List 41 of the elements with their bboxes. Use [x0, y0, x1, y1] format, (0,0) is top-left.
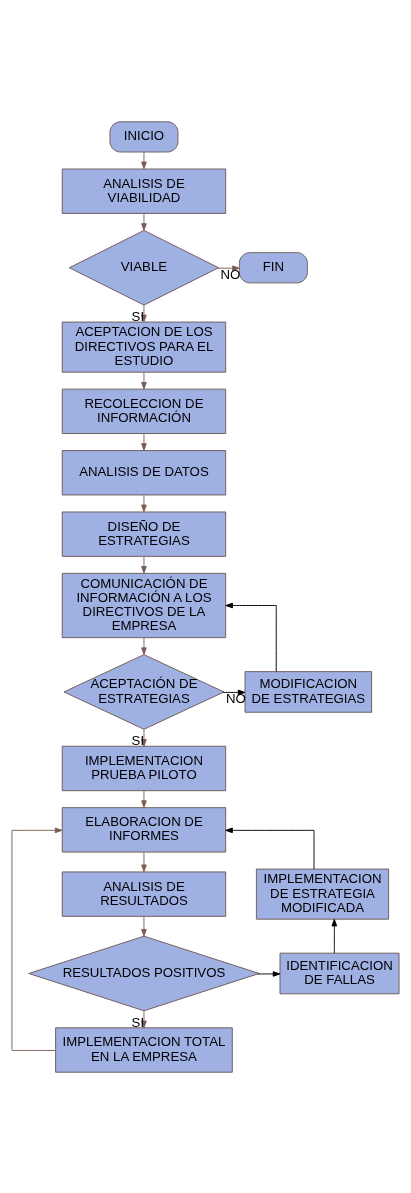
- arrow: [141, 790, 147, 808]
- edge-label: NO: [225, 690, 246, 706]
- node-box: DISEÑO DE ESTRATEGIAS: [61, 511, 227, 557]
- arrow: [141, 915, 147, 936]
- node-box: ACEPTACION DE LOS DIRECTIVOS PARA EL ESTUDIO: [61, 321, 227, 373]
- node-diamond: ACEPTACIÓN DE ESTRATEGIAS: [63, 653, 225, 730]
- arrow: [141, 494, 147, 512]
- arrow: [225, 827, 315, 869]
- arrow: [141, 636, 147, 655]
- arrow: [257, 970, 281, 977]
- node-box: IMPLEMENTACION DE ESTRATEGIA MODIFICADA: [255, 868, 390, 920]
- arrow: [141, 304, 147, 322]
- arrow: [222, 689, 246, 695]
- arrow: [11, 827, 63, 1051]
- arrow: [141, 371, 147, 390]
- arrow: [141, 212, 147, 231]
- node-box: ANALISIS DE DATOS: [61, 449, 227, 495]
- edge-label: NO: [220, 266, 241, 282]
- arrow: [225, 602, 277, 672]
- node-box: COMUNICACIÓN DE INFORMACIÓN A LOS DIRECTIVOS DE LA EMPRESA: [61, 572, 227, 638]
- node-box: ELABORACION DE INFORMES: [61, 806, 227, 853]
- node-box: MODIFICACION DE ESTRATEGIAS: [244, 670, 373, 713]
- arrow: [331, 918, 338, 954]
- node-box: ANALISIS DE RESULTADOS: [61, 870, 227, 917]
- node-box: RECOLECCION DE INFORMACIÓN: [61, 388, 227, 434]
- edge-label: SI: [131, 732, 145, 748]
- node-box: INICIO: [109, 120, 179, 152]
- arrow: [141, 1009, 147, 1028]
- node-box: ANALISIS DE VIABILIDAD: [61, 168, 227, 214]
- node-box: IMPLEMENTACION TOTAL EN LA EMPRESA: [55, 1026, 233, 1073]
- node-diamond: RESULTADOS POSITIVOS: [28, 935, 260, 1011]
- arrow: [141, 432, 147, 451]
- edge-label: SI: [131, 308, 145, 324]
- arrow: [217, 264, 240, 271]
- arrow: [141, 555, 147, 574]
- arrow: [141, 151, 147, 169]
- node-diamond: VIABLE: [68, 229, 220, 306]
- arrow: [141, 728, 147, 747]
- arrow: [141, 851, 147, 872]
- node-box: IDENTIFICACION DE FALLAS: [279, 952, 400, 994]
- node-box: IMPLEMENTACION PRUEBA PILOTO: [61, 745, 227, 791]
